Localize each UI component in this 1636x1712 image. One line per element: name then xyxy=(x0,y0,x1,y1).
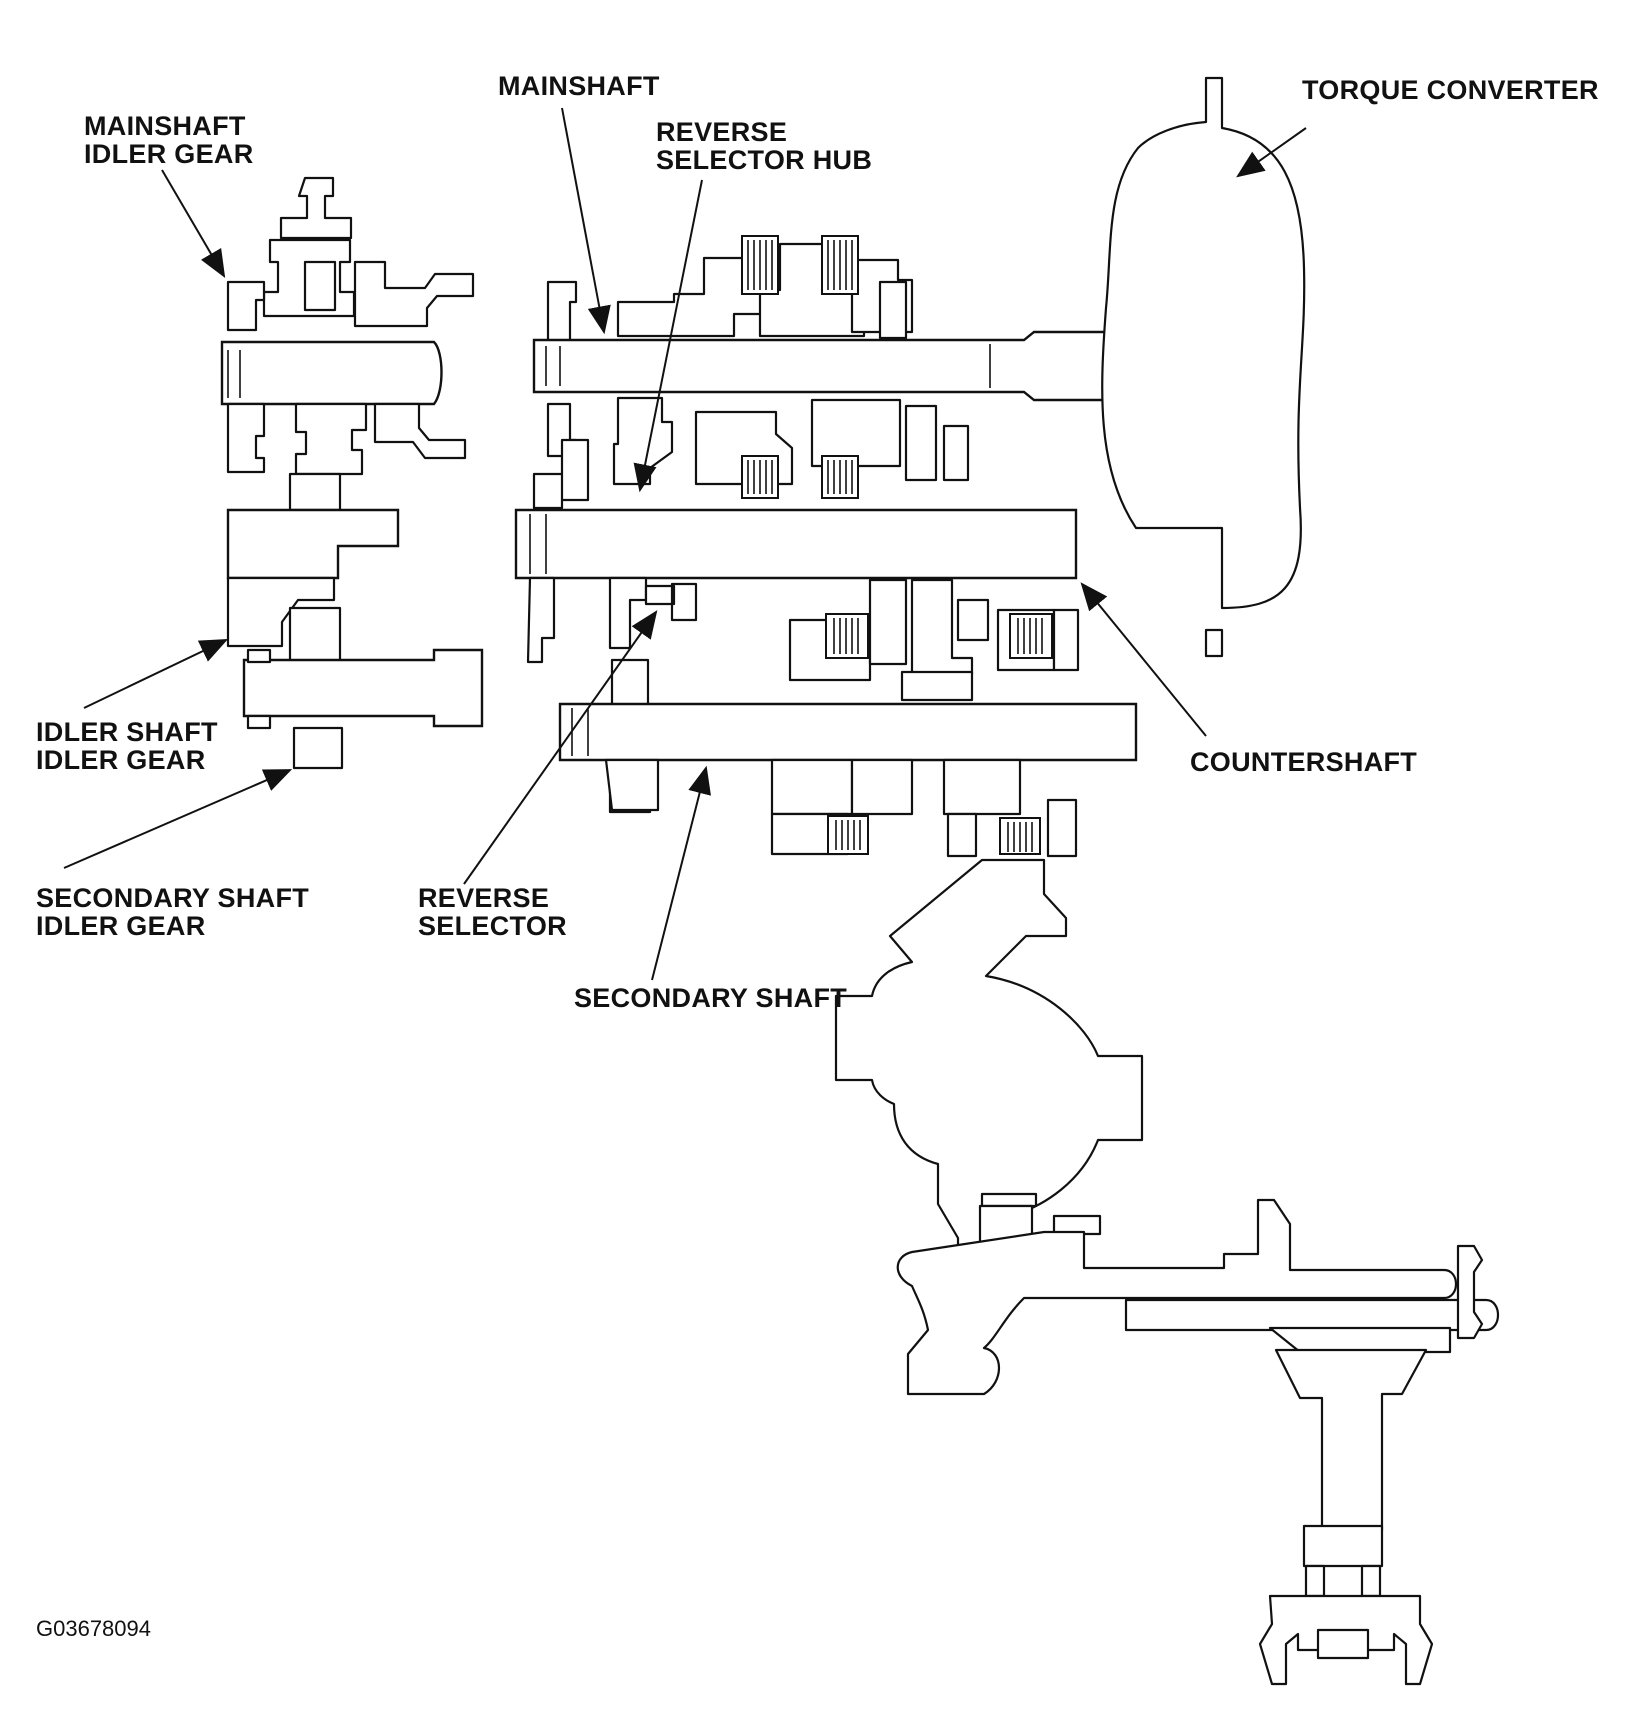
label-idler-shaft-idler-gear-line1: IDLER SHAFT xyxy=(36,717,218,747)
label-reverse-selector-line1: REVERSE xyxy=(418,883,550,913)
label-mainshaft-idler-gear-line2: IDLER GEAR xyxy=(84,139,254,169)
secondary-shaft-idler-gear-arrow xyxy=(63,769,293,869)
label-reverse-selector-hub-line2: SELECTOR HUB xyxy=(656,145,873,175)
differential xyxy=(834,858,1144,1266)
label-reverse-selector: REVERSE SELECTOR xyxy=(418,884,567,940)
mainshaft-arrow xyxy=(561,107,611,335)
mainshaft-idler-gear-arrow xyxy=(161,169,226,279)
label-secondary-shaft-idler-gear-line2: IDLER GEAR xyxy=(36,911,206,941)
reverse-selector-arrow xyxy=(463,610,658,885)
torque-converter-arrow xyxy=(1236,127,1307,178)
label-mainshaft-idler-gear-line1: MAINSHAFT xyxy=(84,111,246,141)
label-idler-shaft-idler-gear: IDLER SHAFT IDLER GEAR xyxy=(36,718,218,774)
countershaft-arrow xyxy=(1080,582,1207,737)
secondary-shaft-arrow xyxy=(651,765,711,981)
idler-assembly xyxy=(220,176,484,770)
label-reverse-selector-line2: SELECTOR xyxy=(418,911,567,941)
reverse-selector-hub-arrow xyxy=(633,179,703,493)
label-reverse-selector-hub-line1: REVERSE xyxy=(656,117,788,147)
label-mainshaft: MAINSHAFT xyxy=(498,71,660,101)
label-secondary-shaft: SECONDARY SHAFT xyxy=(574,983,848,1013)
label-torque-converter: TORQUE CONVERTER xyxy=(1302,75,1599,105)
label-countershaft: COUNTERSHAFT xyxy=(1190,747,1418,777)
label-mainshaft-idler-gear: MAINSHAFT IDLER GEAR xyxy=(84,112,254,168)
torque-converter xyxy=(1101,76,1306,658)
leader-lines xyxy=(63,107,1307,981)
idler-shaft-idler-gear-arrow xyxy=(83,638,229,709)
final-drive xyxy=(896,1198,1500,1686)
figure-code: G03678094 xyxy=(36,1616,151,1641)
label-secondary-shaft-idler-gear: SECONDARY SHAFT IDLER GEAR xyxy=(36,884,309,940)
gear-train xyxy=(514,235,1274,858)
label-idler-shaft-idler-gear-line2: IDLER GEAR xyxy=(36,745,206,775)
label-reverse-selector-hub: REVERSE SELECTOR HUB xyxy=(656,118,872,174)
label-secondary-shaft-idler-gear-line1: SECONDARY SHAFT xyxy=(36,883,310,913)
